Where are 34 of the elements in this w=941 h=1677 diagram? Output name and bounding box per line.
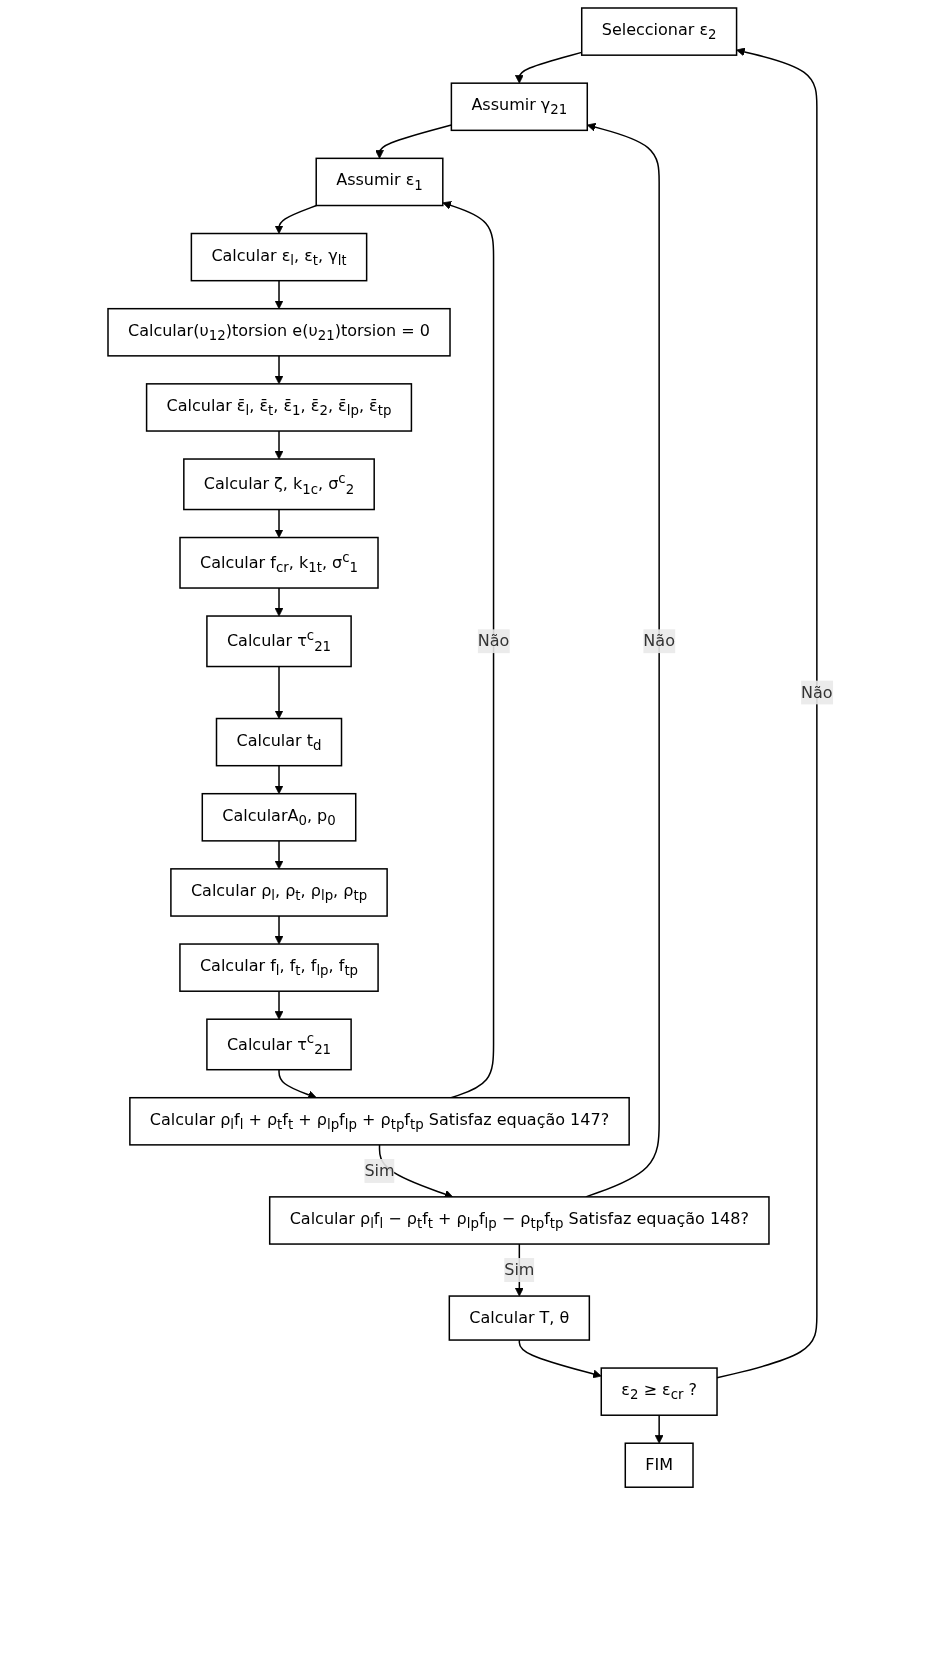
arrow (274, 204, 318, 234)
node-box: Calcular f$_{l}$, f$_{t}$, f$_{lp}$, f$_{tp}$ (179, 943, 379, 992)
node-box: Calcular ε$_{l}$, ε$_{t}$, γ$_{lt}$ (190, 232, 368, 282)
node-box: Assumir γ$_{21}$ (450, 82, 589, 132)
arrow (274, 587, 284, 617)
node-box: FIM (624, 1442, 694, 1488)
arrow (274, 355, 284, 385)
edge-label: Sim (364, 1160, 395, 1180)
edge-label: Sim (504, 1260, 535, 1280)
node-box: ε$_{2}$ ≥ ε$_{cr}$ ? (600, 1367, 718, 1416)
arrow (518, 1339, 602, 1379)
arrow (274, 279, 284, 310)
arrow (274, 915, 284, 945)
edge-label: Não (643, 631, 676, 651)
node-box: Calcular(υ$_{12}$)torsion e(υ$_{21}$)torsion = 0 (107, 307, 451, 357)
arrow (274, 508, 284, 538)
arrow (274, 840, 284, 870)
arrow (442, 201, 495, 1099)
arrow (274, 665, 284, 719)
node-box: Assumir ε$_{1}$ (315, 157, 444, 207)
edge-label: Não (477, 631, 510, 651)
node-box: Calcular ε̄$_{l}$, ε̄$_{t}$, ε̄$_{1}$, ε̄$_{2}$, ε̄$_{lp}$, ε̄$_{tp}$ (146, 383, 413, 432)
arrow (654, 1414, 664, 1444)
node-box: Calcular ρ$_{l}$f$_{l}$ − ρ$_{t}$f$_{t}$ + ρ$_{lp}$f$_{lp}$ − ρ$_{tp}$f$_{tp}$ Satisfaz equação 148? (269, 1196, 770, 1245)
arrow (274, 990, 284, 1020)
edge-label: Não (801, 682, 833, 702)
node-box: Seleccionar ε$_{2}$ (581, 7, 738, 56)
node-box: CalcularA$_{0}$, p$_{0}$ (201, 792, 357, 842)
node-box: Calcular ρ$_{l}$, ρ$_{t}$, ρ$_{lp}$, ρ$_{tp}$ (170, 868, 389, 917)
arrow (274, 430, 284, 460)
arrow (274, 764, 284, 795)
node-box: Calcular ρ$_{l}$f$_{l}$ + ρ$_{t}$f$_{t}$ + ρ$_{lp}$f$_{lp}$ + ρ$_{tp}$f$_{tp}$ Satisfaz equação 147? (129, 1096, 631, 1146)
node-box: Calcular T, θ (448, 1295, 591, 1341)
node-box: Calcular t$_{d}$ (215, 717, 343, 767)
